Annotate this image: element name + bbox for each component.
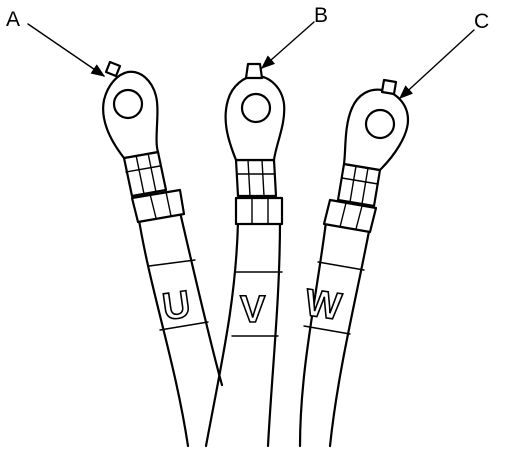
- cable-u-ring-terminal: [102, 70, 160, 160]
- cable-u-tag: U: [160, 284, 193, 329]
- cable-v-nut: [234, 196, 284, 226]
- cable-u-sheath: [136, 212, 190, 448]
- cable-v-tag: V: [240, 289, 266, 331]
- cable-w-ring-terminal: [342, 88, 410, 172]
- callout-b-label: B: [314, 4, 328, 27]
- cable-w-tag: W: [302, 282, 343, 329]
- cable-v: V: [204, 62, 286, 448]
- callout-c-label: C: [474, 10, 489, 33]
- cable-w-nut: [322, 198, 378, 234]
- cable-v-sheath: [204, 220, 240, 448]
- callout-b-leader: [260, 21, 315, 69]
- callout-c-leader: [398, 29, 475, 99]
- cable-w-sheath: [298, 220, 328, 448]
- cable-u: U: [102, 60, 224, 448]
- cable-w: W: [298, 78, 410, 448]
- cable-v-ring-terminal: [224, 74, 286, 162]
- callout-a-leader: [27, 23, 106, 77]
- callout-a-label: A: [6, 8, 20, 31]
